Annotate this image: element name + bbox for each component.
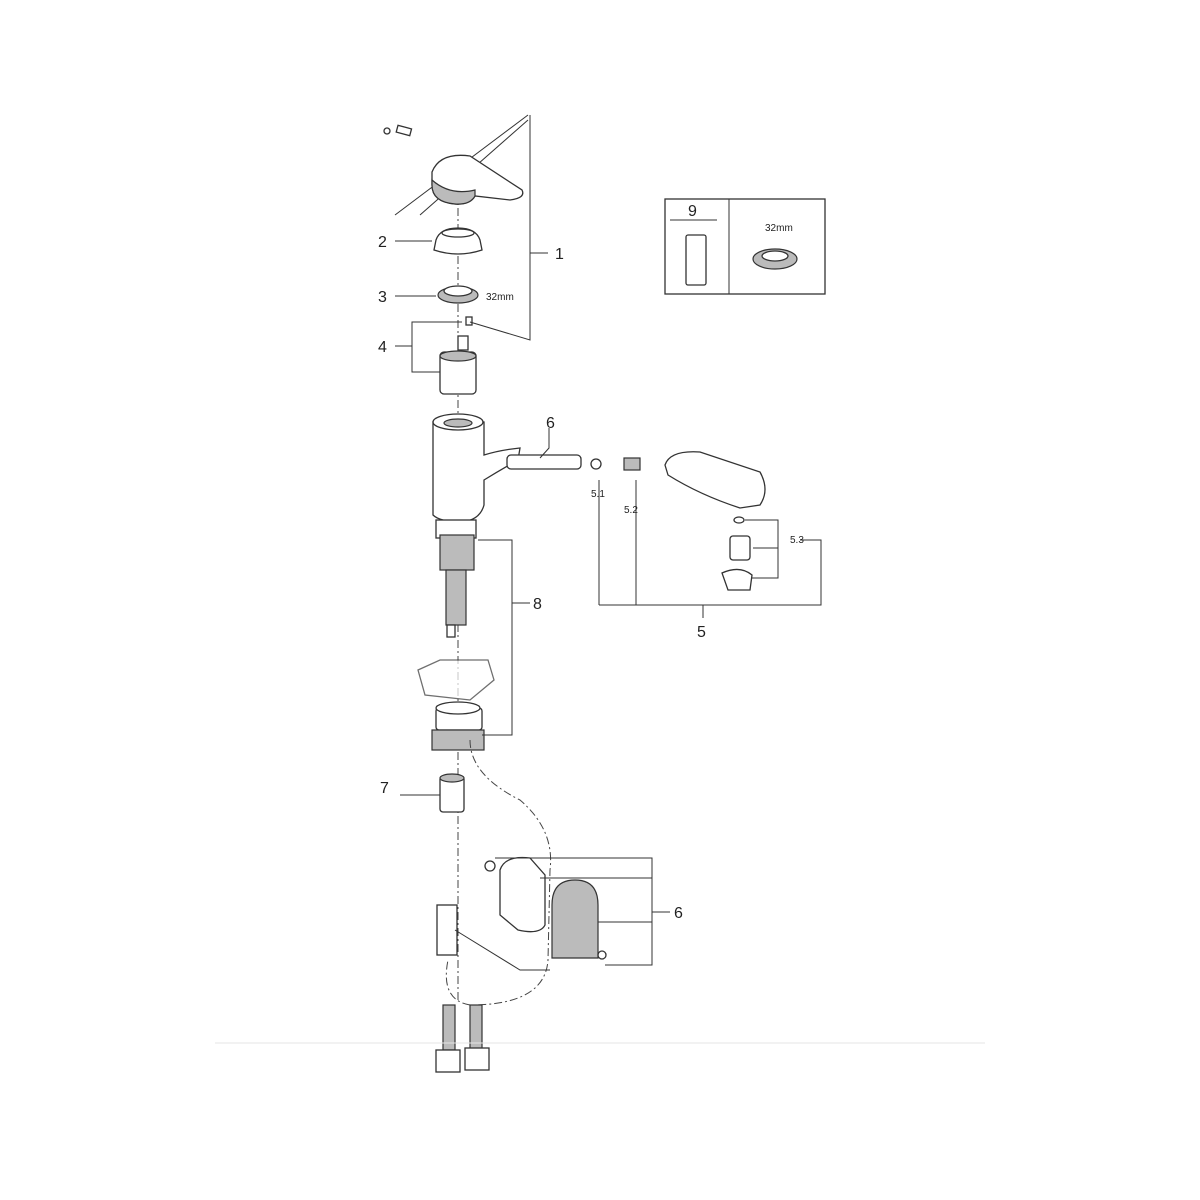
callout-4: 4 bbox=[378, 339, 387, 356]
service-tool-inset: 9 32mm bbox=[664, 198, 826, 295]
cartridge-nut bbox=[437, 285, 479, 304]
lever-handle bbox=[383, 114, 529, 216]
callout-3: 3 bbox=[378, 289, 387, 306]
callout-3-size: 32mm bbox=[486, 292, 514, 303]
callout-7: 7 bbox=[380, 780, 389, 797]
pull-out-hose bbox=[439, 534, 475, 638]
counterweight bbox=[436, 904, 458, 956]
faucet-body bbox=[432, 413, 521, 539]
cartridge-tool-icon bbox=[685, 234, 707, 286]
callout-1: 1 bbox=[555, 246, 564, 263]
inset-part-number: 9 bbox=[688, 203, 697, 220]
hose-guide bbox=[417, 659, 495, 701]
callout-lines bbox=[395, 115, 822, 971]
inset-size-label: 32mm bbox=[765, 223, 793, 234]
hose-route bbox=[445, 739, 552, 1006]
hose-connector bbox=[431, 701, 485, 751]
callout-5-3: 5.3 bbox=[790, 535, 804, 546]
mounting-bracket bbox=[484, 856, 607, 960]
callout-5: 5 bbox=[697, 624, 706, 641]
callout-2: 2 bbox=[378, 234, 387, 251]
flow-regulator bbox=[439, 773, 465, 813]
callout-5-2: 5.2 bbox=[624, 505, 638, 516]
supply-hoses bbox=[435, 1004, 490, 1073]
cartridge bbox=[439, 316, 477, 395]
spray-head bbox=[506, 451, 766, 591]
callout-6-bottom: 6 bbox=[674, 905, 683, 922]
callout-5-1: 5.1 bbox=[591, 489, 605, 500]
cover-cap bbox=[433, 227, 483, 255]
callout-8: 8 bbox=[533, 596, 542, 613]
callout-6-top: 6 bbox=[546, 415, 555, 432]
